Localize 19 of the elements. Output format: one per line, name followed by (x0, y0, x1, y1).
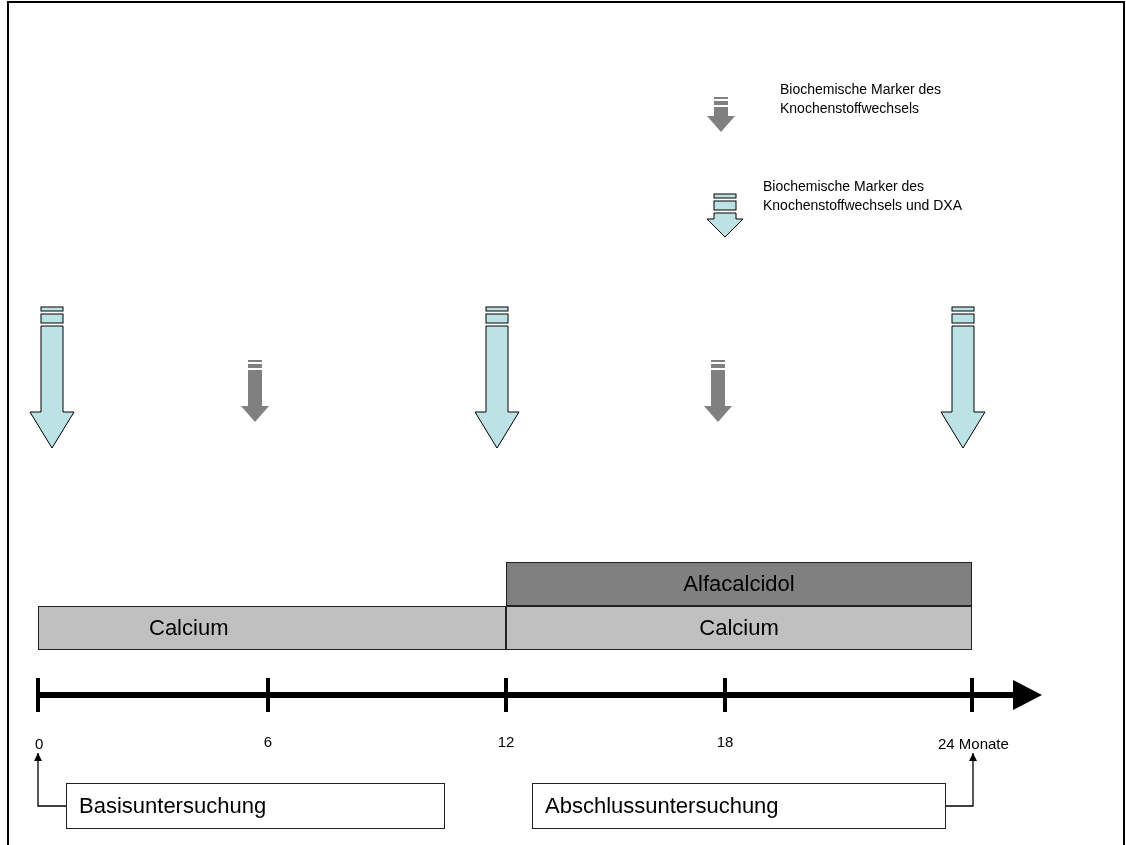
leader-arrow (34, 752, 67, 807)
tick-label: 18 (716, 733, 734, 750)
node-label: Calcium (149, 615, 229, 641)
node-label: Abschlussuntersuchung (545, 793, 779, 819)
exam-box (66, 783, 445, 829)
node-label: 0 (35, 734, 44, 752)
exam-box (532, 783, 946, 829)
node-label: 24 Monate (938, 734, 1009, 752)
treatment-bar (38, 606, 506, 650)
tick-label: 12 (497, 733, 515, 750)
leader-arrow (945, 752, 977, 807)
legend-text: Biochemische Marker des Knochenstoffwechsels (780, 80, 943, 118)
node-label: Basisuntersuchung (79, 793, 267, 819)
node-label: Alfacalcidol (683, 571, 795, 597)
node-label: Calcium (699, 615, 779, 641)
treatment-bar (506, 562, 972, 606)
treatment-bar (506, 606, 972, 650)
tick-label: 6 (263, 733, 273, 750)
legend-text: Biochemische Marker des Knochenstoffwechsels und DXA (763, 177, 963, 215)
